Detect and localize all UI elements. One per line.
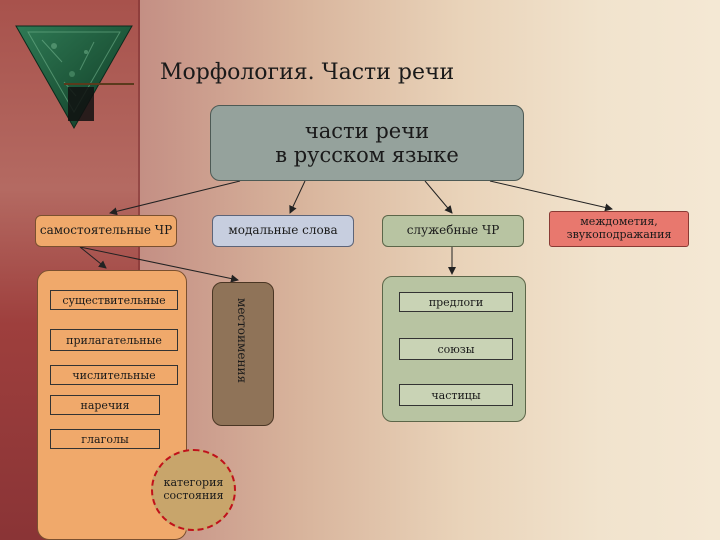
list-item-numerals: числительные xyxy=(50,365,178,385)
independent-parts-node: самостоятельные ЧР xyxy=(35,215,177,247)
interjections-node: междометия, звукоподражания xyxy=(549,211,689,247)
pronouns-label: местоимения xyxy=(235,298,249,384)
state-category-line1: категория xyxy=(163,476,224,490)
list-item-verbs: глаголы xyxy=(50,429,160,449)
pronouns-node xyxy=(212,282,274,426)
root-node: части речи в русском языке xyxy=(210,105,524,181)
list-item-prepositions: предлоги xyxy=(399,292,513,312)
list-item-particles: частицы xyxy=(399,384,513,406)
interjections-line1: междометия, xyxy=(580,215,658,229)
list-item-adjectives: прилагательные xyxy=(50,329,178,351)
interjections-line2: звукоподражания xyxy=(566,228,672,241)
list-item-nouns: существительные xyxy=(50,290,178,310)
state-category-node: категория состояния xyxy=(151,449,236,531)
list-item-conjunctions: союзы xyxy=(399,338,513,360)
root-line2: в русском языке xyxy=(275,143,459,167)
page-title: Морфология. Части речи xyxy=(160,60,455,85)
state-category-line2: состояния xyxy=(163,489,224,502)
modal-words-node: модальные слова xyxy=(212,215,354,247)
root-line1: части речи xyxy=(304,118,430,143)
auxiliary-parts-node: служебные ЧР xyxy=(382,215,524,247)
list-item-adverbs: наречия xyxy=(50,395,160,415)
